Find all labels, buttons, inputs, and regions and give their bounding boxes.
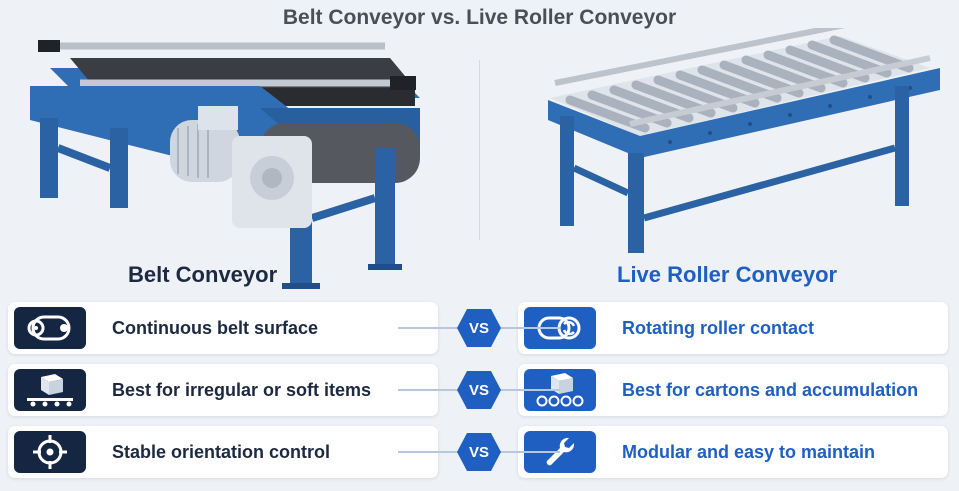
roller-feature-text-1: Rotating roller contact (622, 317, 815, 338)
belt-feature-card-3: Stable orientation control (8, 426, 438, 478)
vs-label: VS (468, 443, 489, 461)
vs-badge-2: VS (456, 370, 502, 410)
wrench-icon (524, 431, 596, 473)
belt-feature-card-1: Continuous belt surface (8, 302, 438, 354)
belt-feature-text-2: Best for irregular or soft items (112, 379, 372, 400)
vs-badge-3: VS (456, 432, 502, 472)
belt-conveyor-heading: Belt Conveyor (128, 262, 278, 287)
roller-conveyor-illustration (548, 28, 940, 253)
center-divider (479, 60, 480, 240)
roller-feature-card-2: Best for cartons and accumulation (518, 364, 948, 416)
box-on-belt-icon (14, 369, 86, 411)
target-crosshair-icon (14, 431, 86, 473)
vs-label: VS (468, 381, 489, 399)
live-roller-conveyor-heading: Live Roller Conveyor (617, 262, 838, 287)
vs-label: VS (468, 319, 489, 337)
belt-rollers-icon (14, 307, 86, 349)
roller-feature-text-3: Modular and easy to maintain (622, 441, 876, 462)
vs-badge-1: VS (456, 308, 502, 348)
roller-feature-text-2: Best for cartons and accumulation (622, 379, 919, 400)
belt-feature-text-1: Continuous belt surface (112, 317, 319, 338)
belt-feature-text-3: Stable orientation control (112, 441, 331, 462)
belt-feature-card-2: Best for irregular or soft items (8, 364, 438, 416)
roller-feature-card-3: Modular and easy to maintain (518, 426, 948, 478)
page-title: Belt Conveyor vs. Live Roller Conveyor (282, 6, 677, 29)
belt-conveyor-illustration (30, 40, 420, 289)
roller-feature-card-1: Rotating roller contact (518, 302, 948, 354)
